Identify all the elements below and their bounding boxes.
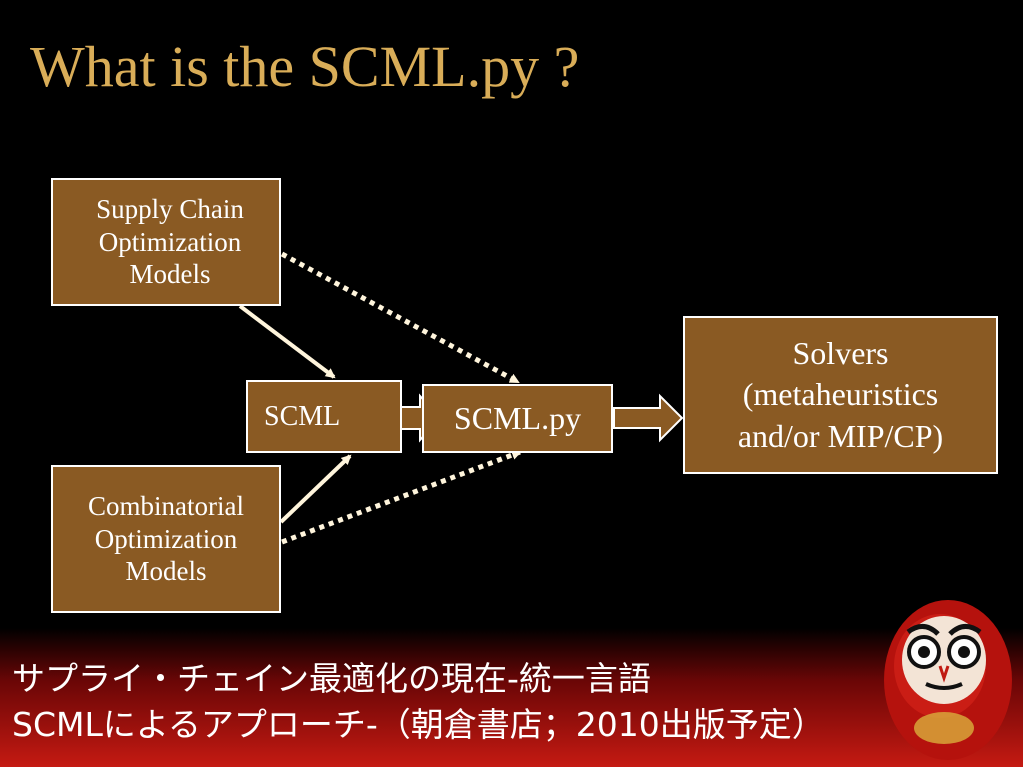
arrow-scm-to-scml [238, 304, 336, 379]
footer-band [0, 628, 1023, 767]
box-solvers: Solvers (metaheuristics and/or MIP/CP) [683, 316, 998, 474]
footer-book-subtitle: SCMLによるアプローチ-（朝倉書店；2010出版予定） [12, 705, 825, 744]
box-supply-chain-models: Supply Chain Optimization Models [51, 178, 281, 306]
footer-book-title: サプライ・チェイン最適化の現在-統一言語 [12, 659, 651, 698]
block-arrow-scmlpy-to-solvers [613, 393, 684, 443]
daruma-doll-icon [884, 600, 1012, 760]
slide-title: What is the SCML.py ? [30, 34, 580, 99]
box-scml-py: SCML.py [422, 384, 613, 453]
box-combinatorial-models: Combinatorial Optimization Models [51, 465, 281, 613]
dotted-arrow-co-to-scmlpy [281, 449, 522, 545]
box-scml: SCML [246, 380, 402, 453]
dotted-arrow-scm-to-scmlpy [280, 251, 520, 385]
arrow-co-to-scml [279, 454, 352, 524]
